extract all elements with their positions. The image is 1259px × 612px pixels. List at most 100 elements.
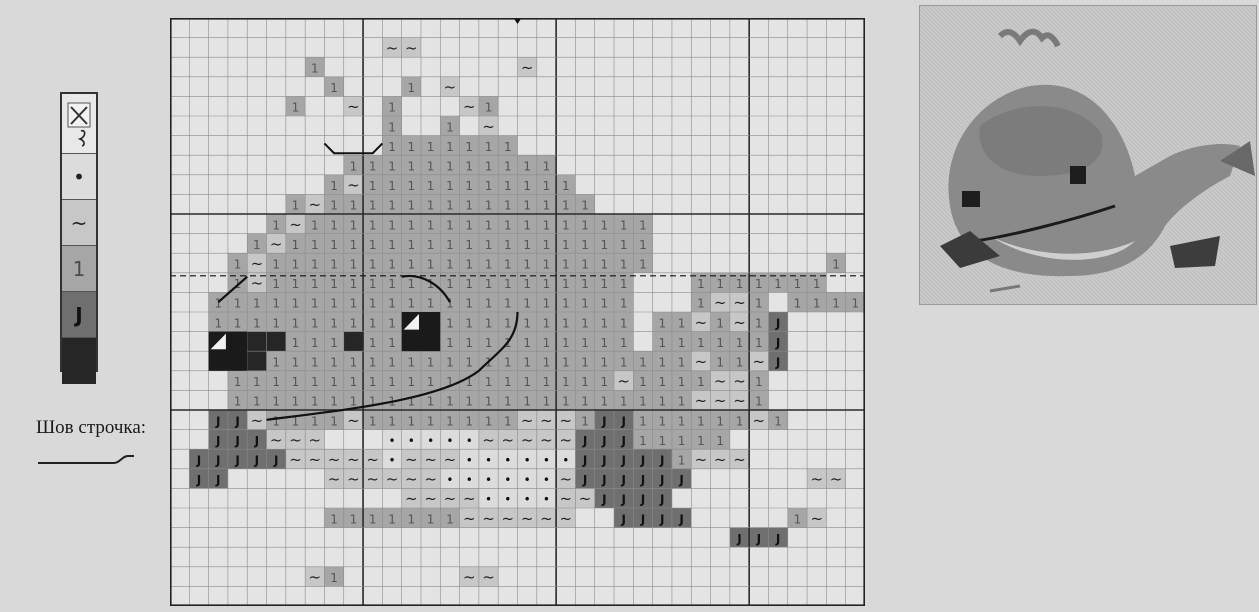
stitch-symbol-tilde: ~ xyxy=(405,39,418,57)
stitch-symbol-one: 1 xyxy=(427,512,435,526)
stitch-symbol-one: 1 xyxy=(330,414,338,428)
stitch-symbol-tilde: ~ xyxy=(463,490,476,508)
stitch-symbol-one: 1 xyxy=(716,355,724,369)
backstitch-sample-icon xyxy=(36,452,136,468)
stitch-symbol-one: 1 xyxy=(427,199,435,213)
stitch-symbol-one: 1 xyxy=(620,297,628,311)
stitch-symbol-one: 1 xyxy=(311,414,319,428)
stitch-cell-dark xyxy=(267,332,286,352)
stitch-symbol-one: 1 xyxy=(658,336,666,350)
stitch-symbol-one: 1 xyxy=(523,375,531,389)
stitch-symbol-dot: • xyxy=(485,493,492,507)
stitch-symbol-tilde: ~ xyxy=(463,98,476,116)
stitch-symbol-one: 1 xyxy=(658,395,666,409)
stitch-symbol-one: 1 xyxy=(562,218,570,232)
stitch-symbol-one: 1 xyxy=(369,277,377,291)
embroidery-photo xyxy=(919,5,1257,305)
stitch-symbol-one: 1 xyxy=(388,316,396,330)
stitch-symbol-one: 1 xyxy=(658,355,666,369)
stitch-symbol-one: 1 xyxy=(330,336,338,350)
stitch-symbol-one: 1 xyxy=(678,453,686,467)
legend-dark xyxy=(62,338,96,384)
stitch-symbol-one: 1 xyxy=(523,277,531,291)
stitch-symbol-one: 1 xyxy=(504,355,512,369)
stitch-symbol-one: 1 xyxy=(446,355,454,369)
stitch-symbol-one: 1 xyxy=(465,257,473,271)
stitch-symbol-j: J xyxy=(640,453,645,467)
stitch-symbol-j: J xyxy=(601,453,606,467)
stitch-symbol-dot: • xyxy=(524,493,531,507)
stitch-symbol-tilde: ~ xyxy=(733,372,746,390)
stitch-symbol-one: 1 xyxy=(697,277,705,291)
stitch-symbol-tilde: ~ xyxy=(309,450,322,468)
stitch-symbol-j: J xyxy=(234,414,239,428)
stitch-symbol-one: 1 xyxy=(350,238,358,252)
stitch-symbol-one: 1 xyxy=(292,277,300,291)
stitch-symbol-j: J xyxy=(756,532,761,546)
stitch-symbol-one: 1 xyxy=(330,395,338,409)
stitch-symbol-j: J xyxy=(582,453,587,467)
stitch-symbol-tilde: ~ xyxy=(347,450,360,468)
stitch-symbol-one: 1 xyxy=(639,375,647,389)
stitch-symbol-one: 1 xyxy=(465,238,473,252)
stitch-symbol-one: 1 xyxy=(407,199,415,213)
stitch-symbol-one: 1 xyxy=(427,375,435,389)
stitch-symbol-one: 1 xyxy=(523,179,531,193)
stitch-symbol-one: 1 xyxy=(388,179,396,193)
stitch-symbol-j: J xyxy=(215,473,220,487)
stitch-symbol-one: 1 xyxy=(253,395,261,409)
stitch-symbol-dot: • xyxy=(504,473,511,487)
stitch-symbol-one: 1 xyxy=(601,277,609,291)
stitch-symbol-one: 1 xyxy=(427,297,435,311)
stitch-symbol-one: 1 xyxy=(330,297,338,311)
stitch-symbol-one: 1 xyxy=(485,238,493,252)
stitch-symbol-tilde: ~ xyxy=(714,450,727,468)
stitch-symbol-one: 1 xyxy=(330,179,338,193)
stitch-symbol-dot: • xyxy=(524,473,531,487)
stitch-symbol-tilde: ~ xyxy=(559,470,572,488)
stitch-symbol-j: J xyxy=(620,434,625,448)
stitch-symbol-one: 1 xyxy=(639,434,647,448)
stitch-symbol-tilde: ~ xyxy=(270,431,283,449)
stitch-symbol-one: 1 xyxy=(485,159,493,173)
stitch-symbol-dot: • xyxy=(446,473,453,487)
stitch-symbol-one: 1 xyxy=(832,257,840,271)
stitch-symbol-one: 1 xyxy=(427,257,435,271)
stitch-symbol-one: 1 xyxy=(253,375,261,389)
stitch-symbol-one: 1 xyxy=(716,336,724,350)
stitch-symbol-one: 1 xyxy=(523,199,531,213)
stitch-symbol-one: 1 xyxy=(562,257,570,271)
stitch-symbol-one: 1 xyxy=(543,316,551,330)
stitch-symbol-one: 1 xyxy=(272,277,280,291)
stitch-symbol-one: 1 xyxy=(350,395,358,409)
stitch-symbol-one: 1 xyxy=(388,512,396,526)
stitch-symbol-one: 1 xyxy=(427,355,435,369)
stitch-symbol-dot: • xyxy=(466,453,473,467)
stitch-symbol-one: 1 xyxy=(214,316,222,330)
stitch-symbol-one: 1 xyxy=(292,199,300,213)
stitch-symbol-one: 1 xyxy=(388,257,396,271)
stitch-symbol-one: 1 xyxy=(658,434,666,448)
stitch-symbol-dot: • xyxy=(466,434,473,448)
stitch-symbol-one: 1 xyxy=(485,179,493,193)
stitch-symbol-j: J xyxy=(775,336,780,350)
stitch-symbol-one: 1 xyxy=(581,395,589,409)
stitch-symbol-one: 1 xyxy=(311,297,319,311)
stitch-symbol-one: 1 xyxy=(350,355,358,369)
stitch-symbol-one: 1 xyxy=(543,297,551,311)
stitch-symbol-one: 1 xyxy=(523,316,531,330)
stitch-symbol-one: 1 xyxy=(562,277,570,291)
stitch-symbol-j: J xyxy=(601,434,606,448)
legend-j: J xyxy=(62,292,96,338)
stitch-symbol-tilde: ~ xyxy=(540,411,553,429)
stitch-symbol-tilde: ~ xyxy=(810,470,823,488)
stitch-symbol-one: 1 xyxy=(697,434,705,448)
stitch-symbol-one: 1 xyxy=(427,395,435,409)
stitch-symbol-one: 1 xyxy=(852,297,860,311)
stitch-symbol-one: 1 xyxy=(523,297,531,311)
stitch-label: Шов строчка: xyxy=(36,417,146,439)
stitch-symbol-one: 1 xyxy=(292,316,300,330)
stitch-symbol-tilde: ~ xyxy=(251,254,264,272)
stitch-symbol-one: 1 xyxy=(272,414,280,428)
stitch-symbol-j: J xyxy=(215,414,220,428)
